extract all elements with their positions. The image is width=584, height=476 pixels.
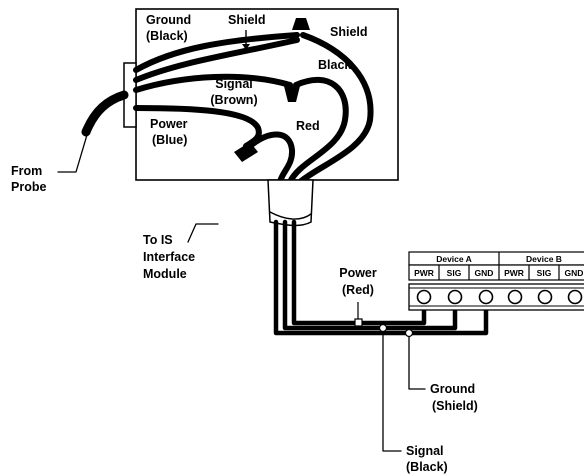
terminal-screw — [447, 289, 463, 305]
label-to-is-2: Interface — [143, 250, 195, 264]
label-signal-brown-color: (Brown) — [210, 93, 257, 107]
signal-crimp — [284, 86, 300, 102]
output-cable-break — [269, 211, 312, 220]
label-power-blue-color: (Blue) — [152, 133, 187, 147]
terminal-screw — [537, 289, 553, 305]
label-to-is: To IS — [143, 233, 173, 247]
terminal-screw — [567, 289, 583, 305]
label-from-probe-2: Probe — [11, 180, 46, 194]
label-from-probe: From — [11, 164, 42, 178]
ground-shield-node — [404, 328, 414, 338]
terminal-label: PWR — [504, 268, 524, 278]
label-ground-shield: Ground — [430, 382, 475, 396]
to-is-leader — [187, 223, 219, 243]
shield-pointer-arrowhead — [242, 44, 250, 50]
label-signal-black: Signal — [406, 444, 444, 458]
probe-cable — [81, 90, 129, 137]
terminal-label: GND — [565, 268, 584, 278]
shield-crimp — [292, 18, 310, 30]
signal-black-node — [378, 323, 388, 333]
terminal-screw — [416, 289, 432, 305]
device-b-label: Device B — [526, 254, 562, 264]
label-red: Red — [296, 119, 320, 133]
label-power-blue: Power — [150, 117, 188, 131]
terminal-block — [408, 251, 584, 311]
internal-wires — [133, 32, 374, 185]
label-power-red: Power — [339, 266, 377, 280]
label-ground-shield-2: (Shield) — [432, 399, 478, 413]
probe-cable-end — [83, 127, 89, 135]
terminal-label: GND — [475, 268, 494, 278]
device-a-label: Device A — [436, 254, 472, 264]
terminal-label: SIG — [537, 268, 552, 278]
label-shield-right: Shield — [330, 25, 368, 39]
power-crimp — [234, 142, 258, 162]
label-shield-top: Shield — [228, 13, 266, 27]
from-probe-leader — [57, 117, 93, 173]
label-to-is-3: Module — [143, 267, 187, 281]
label-ground-black: Ground — [146, 13, 191, 27]
label-signal-black-2: (Black) — [406, 460, 448, 474]
label-power-red-color: (Red) — [342, 283, 374, 297]
terminal-screw — [478, 289, 494, 305]
signal-black-leader — [382, 331, 402, 452]
terminal-screws — [416, 289, 583, 305]
ground-shield-leader — [408, 336, 426, 390]
label-ground-black-color: (Black) — [146, 29, 188, 43]
terminal-label: PWR — [414, 268, 434, 278]
power-red-node — [354, 318, 363, 327]
terminal-screw — [507, 289, 523, 305]
label-black: Black — [318, 58, 351, 72]
label-signal-brown: Signal — [215, 77, 253, 91]
terminal-label: SIG — [447, 268, 462, 278]
